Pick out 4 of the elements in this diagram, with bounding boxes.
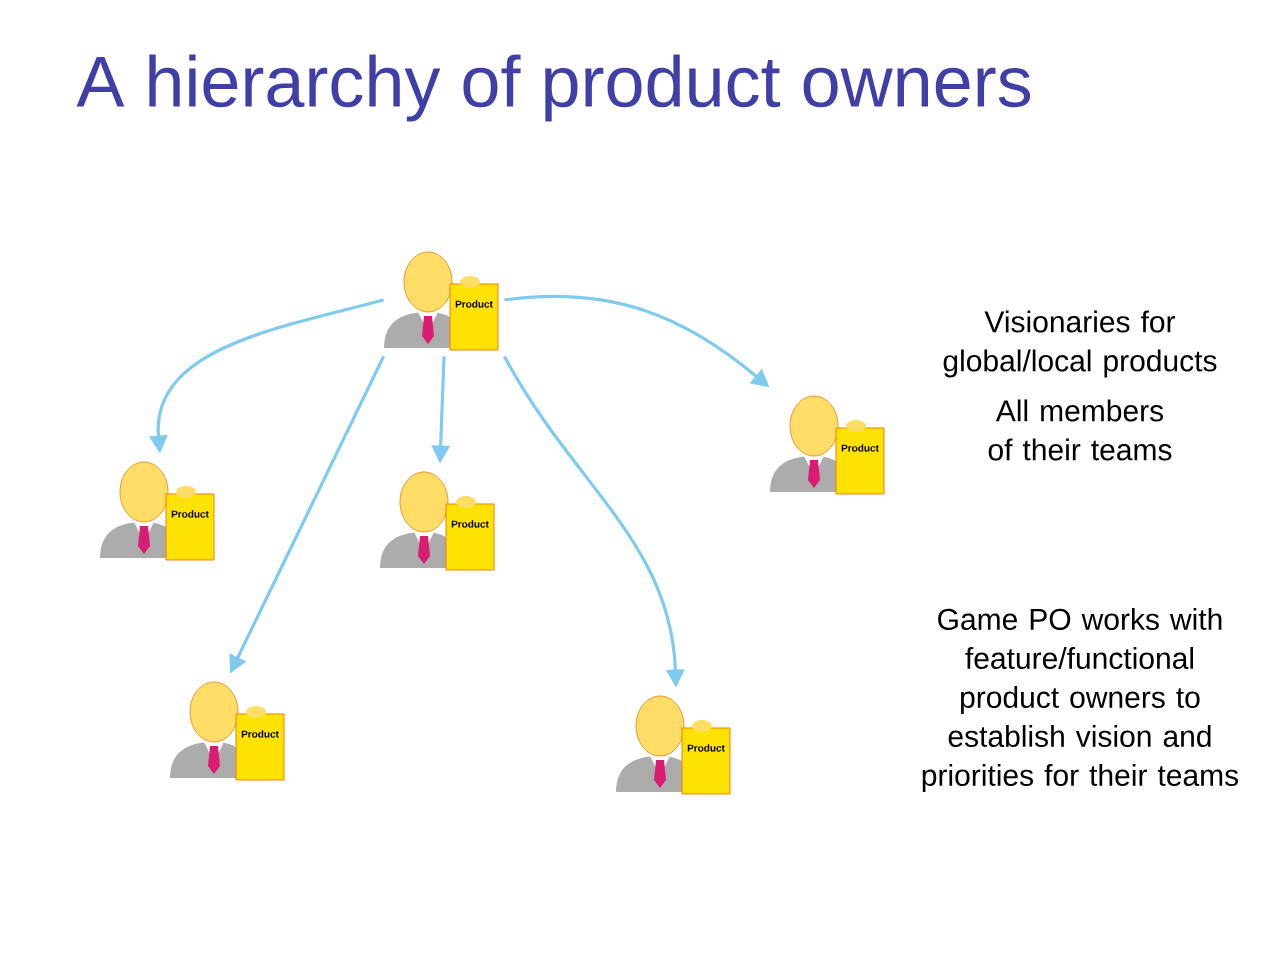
note-text: Visionaries for global/local products — [943, 310, 1217, 378]
slide-title: A hierarchy of product owners — [76, 54, 1031, 122]
note-text: Game PO works with feature/functional product owners to establish vision and priorities for their teams — [922, 608, 1239, 792]
note-text: All members of their teams — [988, 399, 1172, 461]
